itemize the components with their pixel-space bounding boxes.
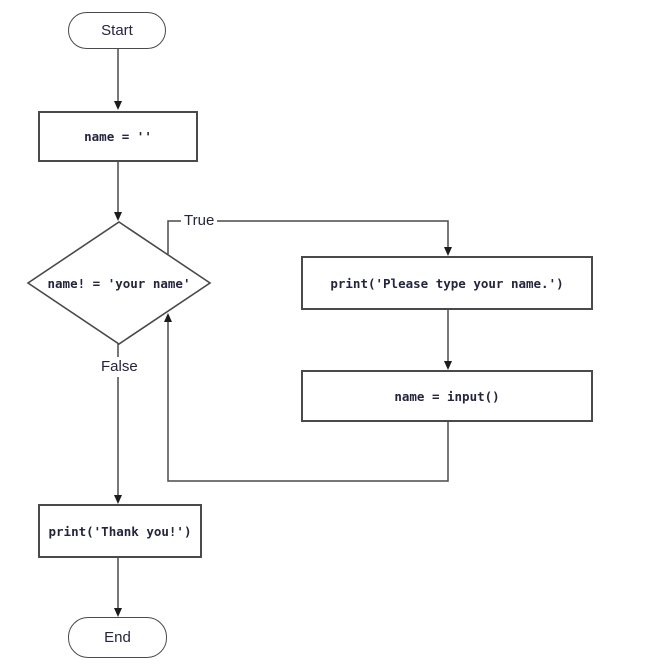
print-thanks-label: print('Thank you!') [48, 523, 192, 539]
end-terminal: End [68, 617, 167, 658]
arrowhead-into-prompt [444, 247, 452, 256]
print-thanks-process-box: print('Thank you!') [38, 504, 202, 558]
arrowhead-into-thanks [114, 495, 122, 504]
end-label: End [104, 629, 131, 646]
print-prompt-label: print('Please type your name.') [330, 275, 564, 291]
assign-empty-label: name = '' [84, 129, 152, 144]
arrowhead-into-assign [114, 101, 122, 110]
decision-diamond-shape [26, 221, 212, 345]
connector-true-branch [167, 220, 449, 254]
decision-label: name! = 'your name' [47, 276, 191, 291]
arrowhead-into-end [114, 608, 122, 617]
assign-input-label: name = input() [394, 388, 500, 404]
start-label: Start [101, 22, 133, 39]
arrowhead-into-decision-top [114, 212, 122, 221]
arrowhead-into-input [444, 361, 452, 370]
arrowhead-into-decision-side [164, 313, 172, 322]
false-branch-label: False [98, 357, 141, 377]
connector-loop-back [167, 322, 449, 482]
print-prompt-process-box: print('Please type your name.') [301, 256, 593, 310]
assign-empty-process-box: name = '' [38, 111, 198, 162]
start-terminal: Start [68, 12, 166, 49]
assign-input-process-box: name = input() [301, 370, 593, 422]
true-branch-label: True [181, 211, 218, 231]
